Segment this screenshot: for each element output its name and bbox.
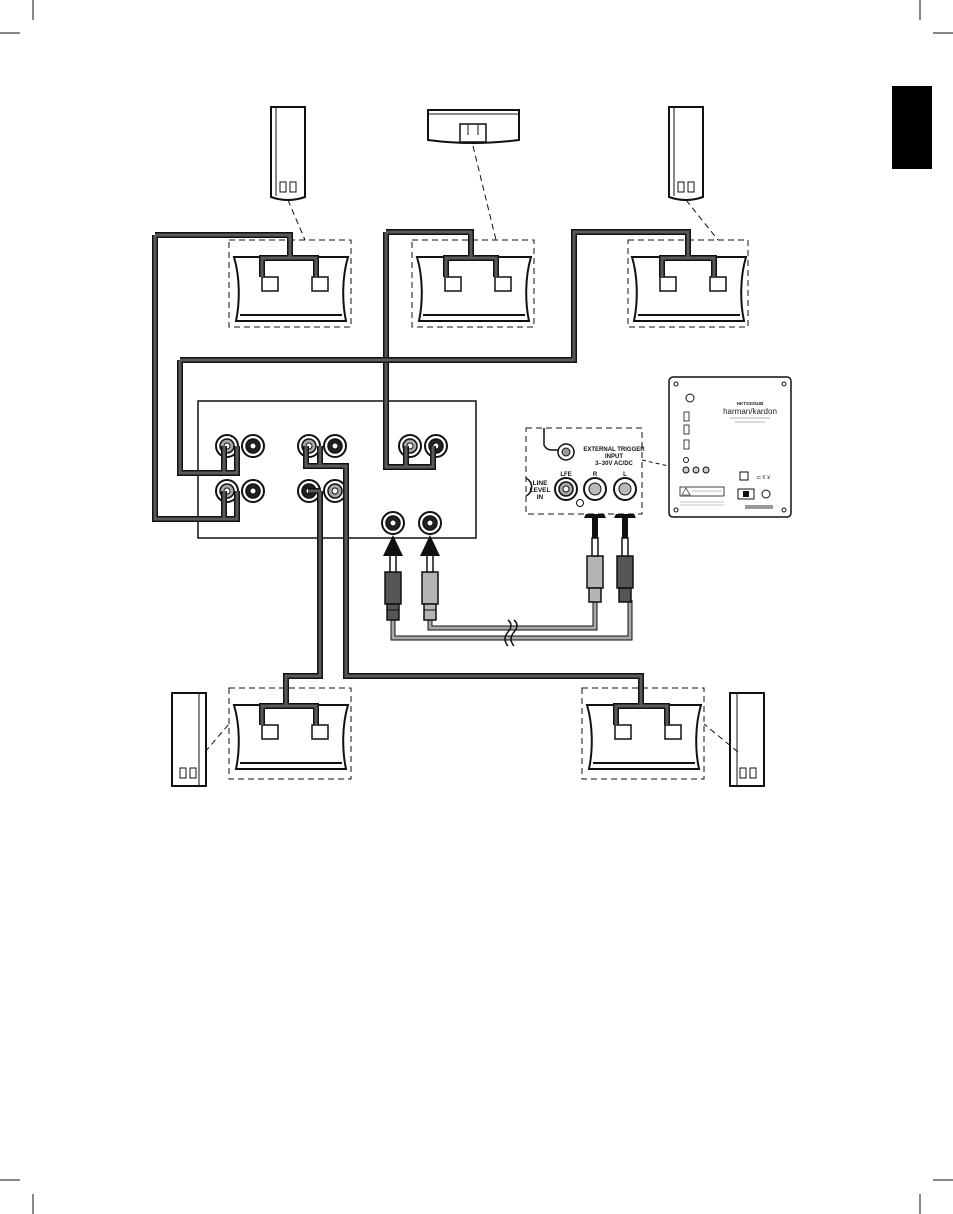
sub-cert-marks: ⊏ € ⊻ — [757, 475, 771, 481]
terminal-front-left — [234, 257, 348, 321]
sub-brand: harman/kardon — [723, 407, 777, 416]
terminal-surround-right — [587, 705, 701, 769]
rca-plug-receiver-red — [385, 554, 401, 620]
sub-model: HKTS30SUB — [737, 401, 765, 406]
terminal-surround-left — [234, 705, 348, 769]
language-tab — [892, 86, 932, 169]
surround-right-speaker — [730, 693, 764, 786]
trigger-title-line3: 3–30V AC/DC — [595, 461, 633, 467]
rca-plug-receiver-white — [422, 554, 438, 620]
line-level-line2: LEVEL — [530, 487, 551, 494]
line-level-line1: LINE — [533, 480, 548, 487]
center-speaker — [428, 110, 519, 143]
rca-plug-sub-red — [617, 538, 633, 602]
trigger-title-line2: INPUT — [605, 454, 623, 460]
subwoofer-panel: HKTS30SUB harman/kardon ⊏ € ⊻ — [669, 377, 791, 517]
front-left-speaker — [271, 107, 305, 200]
rca-plug-sub-white — [587, 538, 603, 602]
terminal-front-right — [632, 257, 746, 321]
front-right-speaker — [669, 107, 703, 200]
line-level-line3: IN — [537, 494, 544, 501]
trigger-panel: EXTERNAL TRIGGER INPUT 3–30V AC/DC LFE R… — [526, 428, 645, 514]
trigger-title-line1: EXTERNAL TRIGGER — [583, 447, 645, 453]
terminal-center — [417, 257, 531, 321]
surround-left-speaker — [172, 693, 206, 786]
